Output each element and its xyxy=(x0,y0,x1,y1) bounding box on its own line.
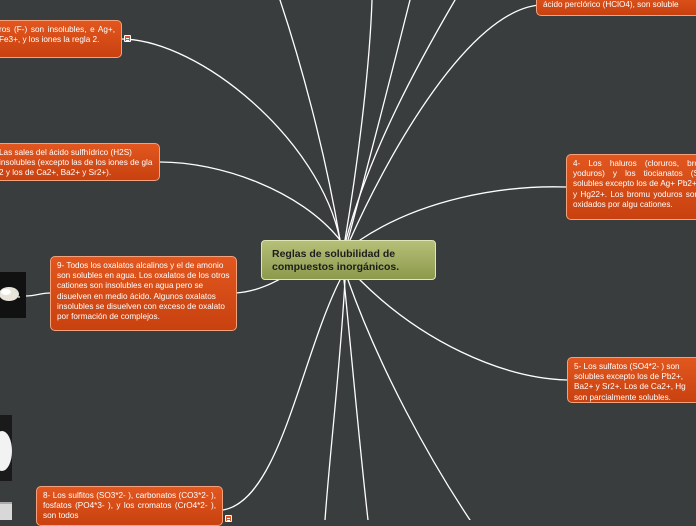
node-oxalatos-text: 9- Todos los oxalatos alcalinos y el de … xyxy=(57,261,230,321)
notes-icon[interactable] xyxy=(124,35,131,42)
node-percloratos[interactable]: ácido perclórico (HClO4), son soluble xyxy=(536,0,696,16)
oxalate-powder-image xyxy=(0,272,26,318)
node-sulfitos-text: 8- Los sulfitos (SO3*2- ), carbonatos (C… xyxy=(43,491,216,520)
central-topic[interactable]: Reglas de solubilidad de compuestos inor… xyxy=(261,240,436,280)
notes-icon[interactable] xyxy=(225,515,232,522)
node-fluoruros[interactable]: ros (F-) son insolubles, e Ag+, Fe3+, y … xyxy=(0,20,122,58)
node-fluoruros-text: ros (F-) son insolubles, e Ag+, Fe3+, y … xyxy=(0,25,115,44)
node-sulfuros-text: Las sales del ácido sulfhídrico (H2S) in… xyxy=(0,148,152,177)
node-sulfitos[interactable]: 8- Los sulfitos (SO3*2- ), carbonatos (C… xyxy=(36,486,223,526)
sample-image xyxy=(0,502,12,520)
node-sulfuros[interactable]: Las sales del ácido sulfhídrico (H2S) in… xyxy=(0,143,160,181)
node-haluros[interactable]: 4- Los haluros (cloruros, bro yoduros) y… xyxy=(566,154,696,220)
precipitate-image xyxy=(0,415,12,481)
central-topic-label: Reglas de solubilidad de compuestos inor… xyxy=(272,248,399,273)
node-sulfatos-text: 5- Los sulfatos (SO4*2- ) son solubles e… xyxy=(574,362,686,402)
node-percloratos-text: ácido perclórico (HClO4), son soluble xyxy=(543,0,679,9)
node-sulfatos[interactable]: 5- Los sulfatos (SO4*2- ) son solubles e… xyxy=(567,357,696,403)
node-oxalatos[interactable]: 9- Todos los oxalatos alcalinos y el de … xyxy=(50,256,237,331)
node-haluros-text: 4- Los haluros (cloruros, bro yoduros) y… xyxy=(573,159,696,209)
